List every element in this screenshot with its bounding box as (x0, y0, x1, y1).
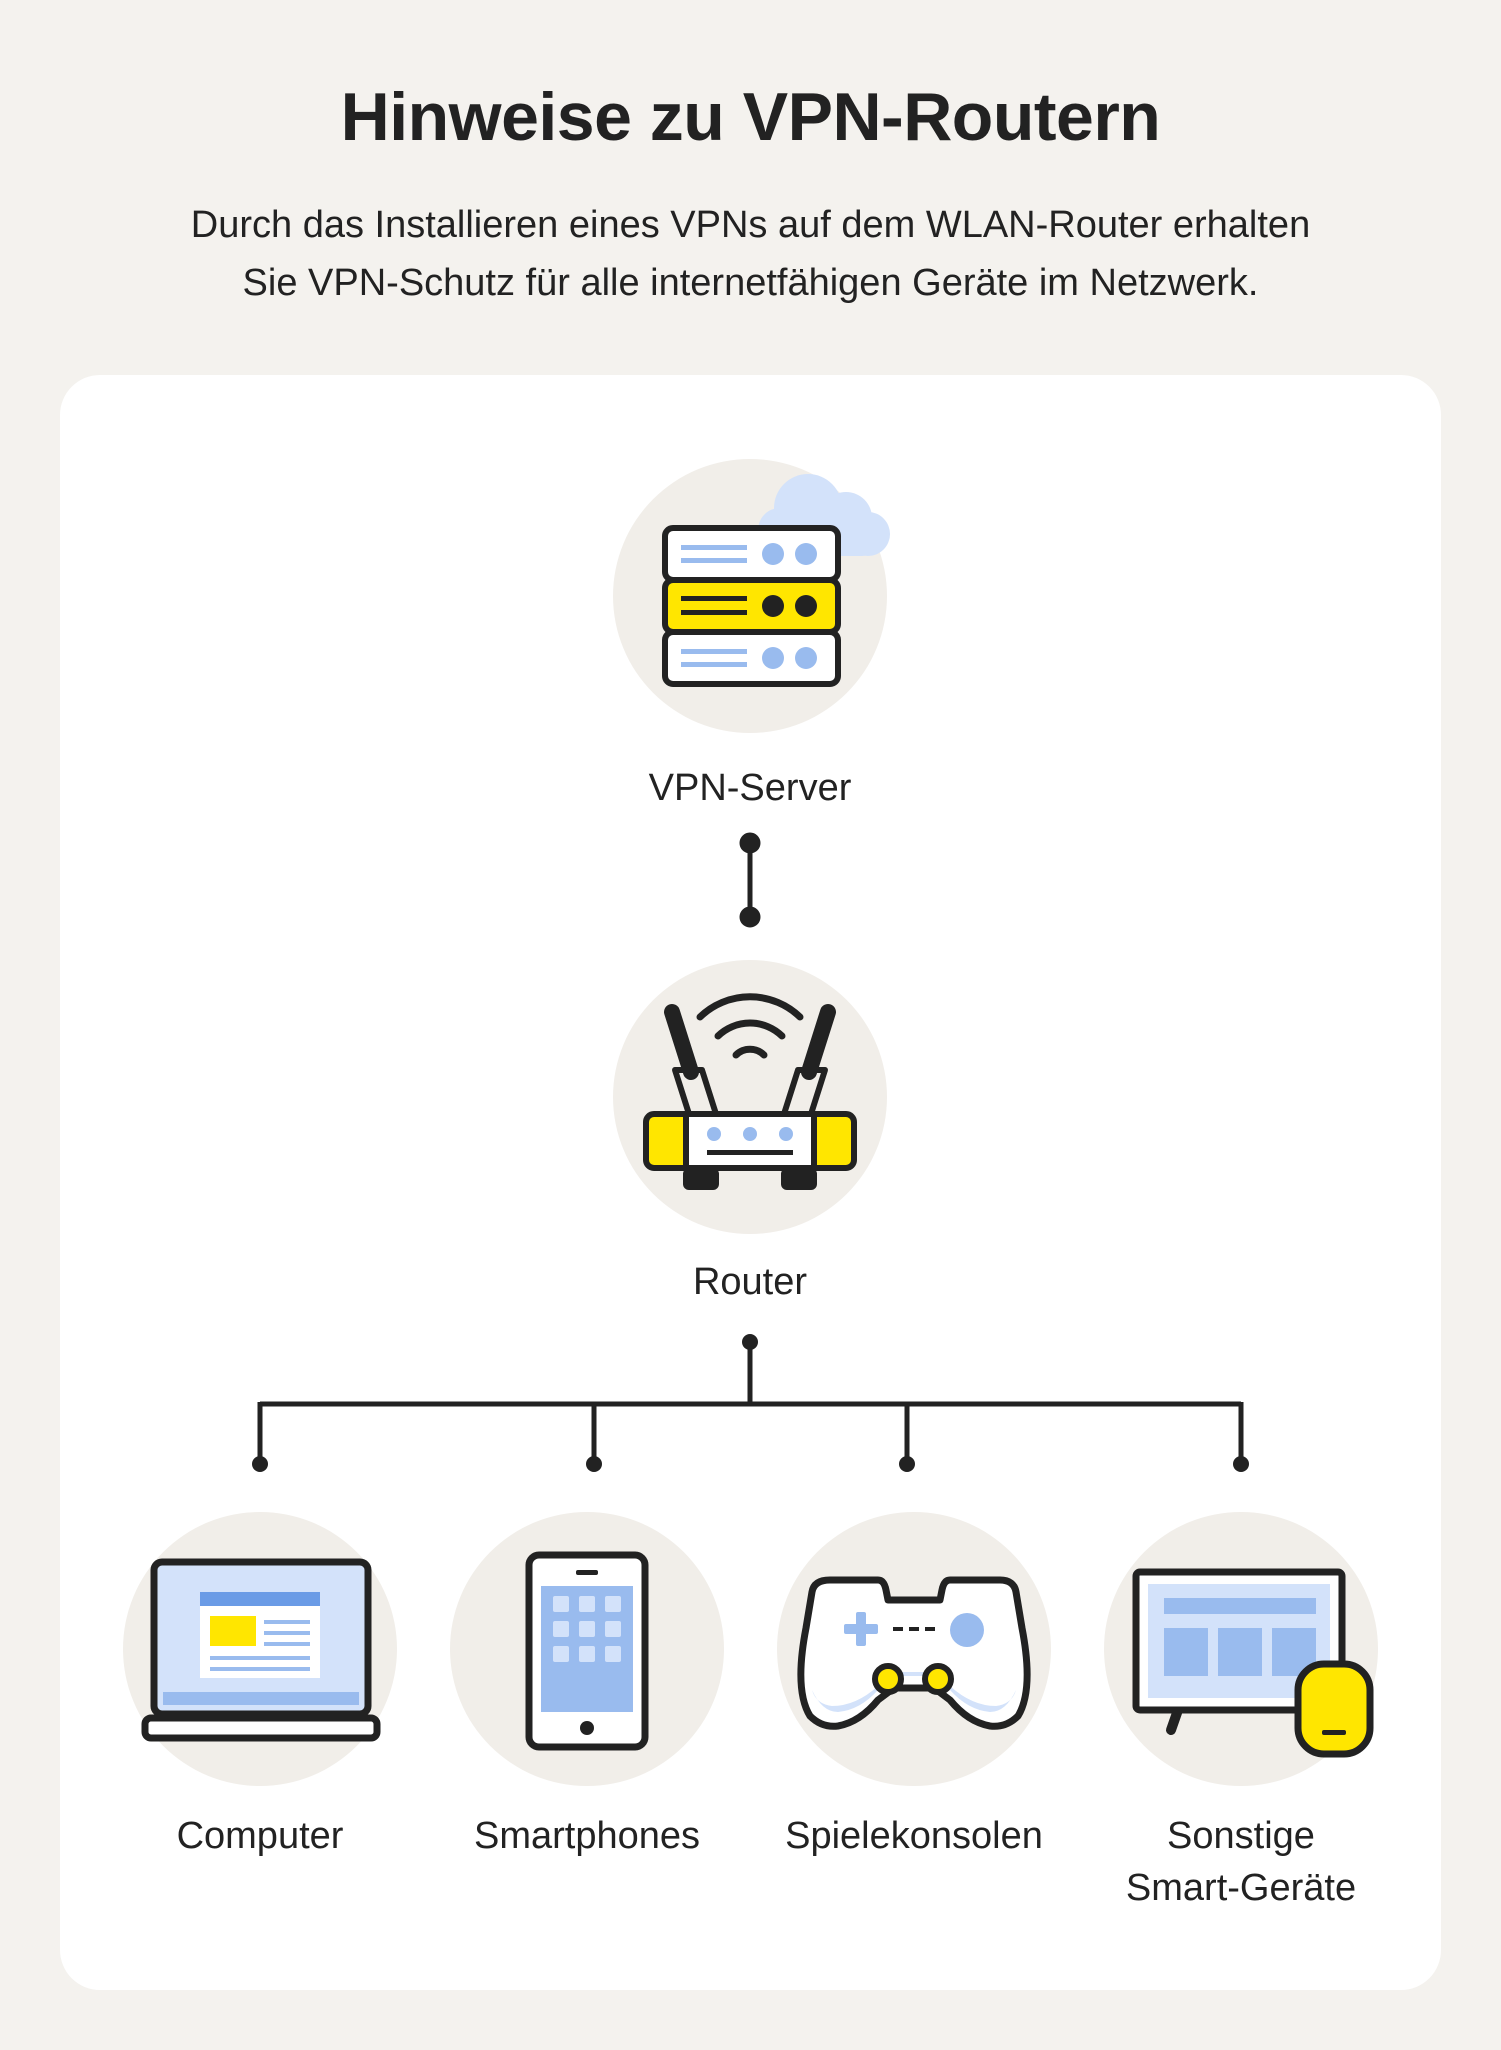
device-label-line: Smartphones (473, 1815, 700, 1857)
page-title: Hinweise zu VPN-Routern (340, 79, 1161, 155)
device-label-smartphones: Smartphones (437, 1810, 737, 1862)
router-label: Router (692, 1261, 808, 1303)
router-icon (643, 993, 857, 1190)
gamepad-icon (797, 1576, 1031, 1730)
device-label-computer: Computer (110, 1810, 410, 1862)
connector-server-router (739, 832, 761, 928)
subtitle-line-2: Sie VPN-Schutz für alle internetfähigen … (242, 262, 1259, 304)
server-icon (662, 474, 890, 687)
device-label-line: Sonstige (1167, 1815, 1315, 1857)
connector-dots (252, 1334, 1249, 1472)
device-label-line: Spielekonsolen (785, 1815, 1043, 1857)
device-label-line: Computer (176, 1815, 344, 1857)
router-circle (613, 960, 887, 1234)
device-label-line: Smart-Geräte (1125, 1867, 1357, 1909)
speaker-icon (1294, 1660, 1374, 1758)
laptop-icon (141, 1558, 381, 1742)
device-label-consoles: Spielekonsolen (764, 1810, 1064, 1862)
server-label: VPN-Server (648, 767, 852, 809)
wifi-icon (696, 993, 804, 1059)
connector-router-devices (257, 1342, 1244, 1462)
page-subtitle: Durch das Installieren eines VPNs auf de… (100, 196, 1401, 312)
subtitle-line-1: Durch das Installieren eines VPNs auf de… (190, 204, 1311, 246)
smart-display-icon (1132, 1568, 1374, 1758)
device-label-smart-devices: Sonstige Smart-Geräte (1091, 1810, 1391, 1914)
smartphone-icon (525, 1551, 649, 1751)
